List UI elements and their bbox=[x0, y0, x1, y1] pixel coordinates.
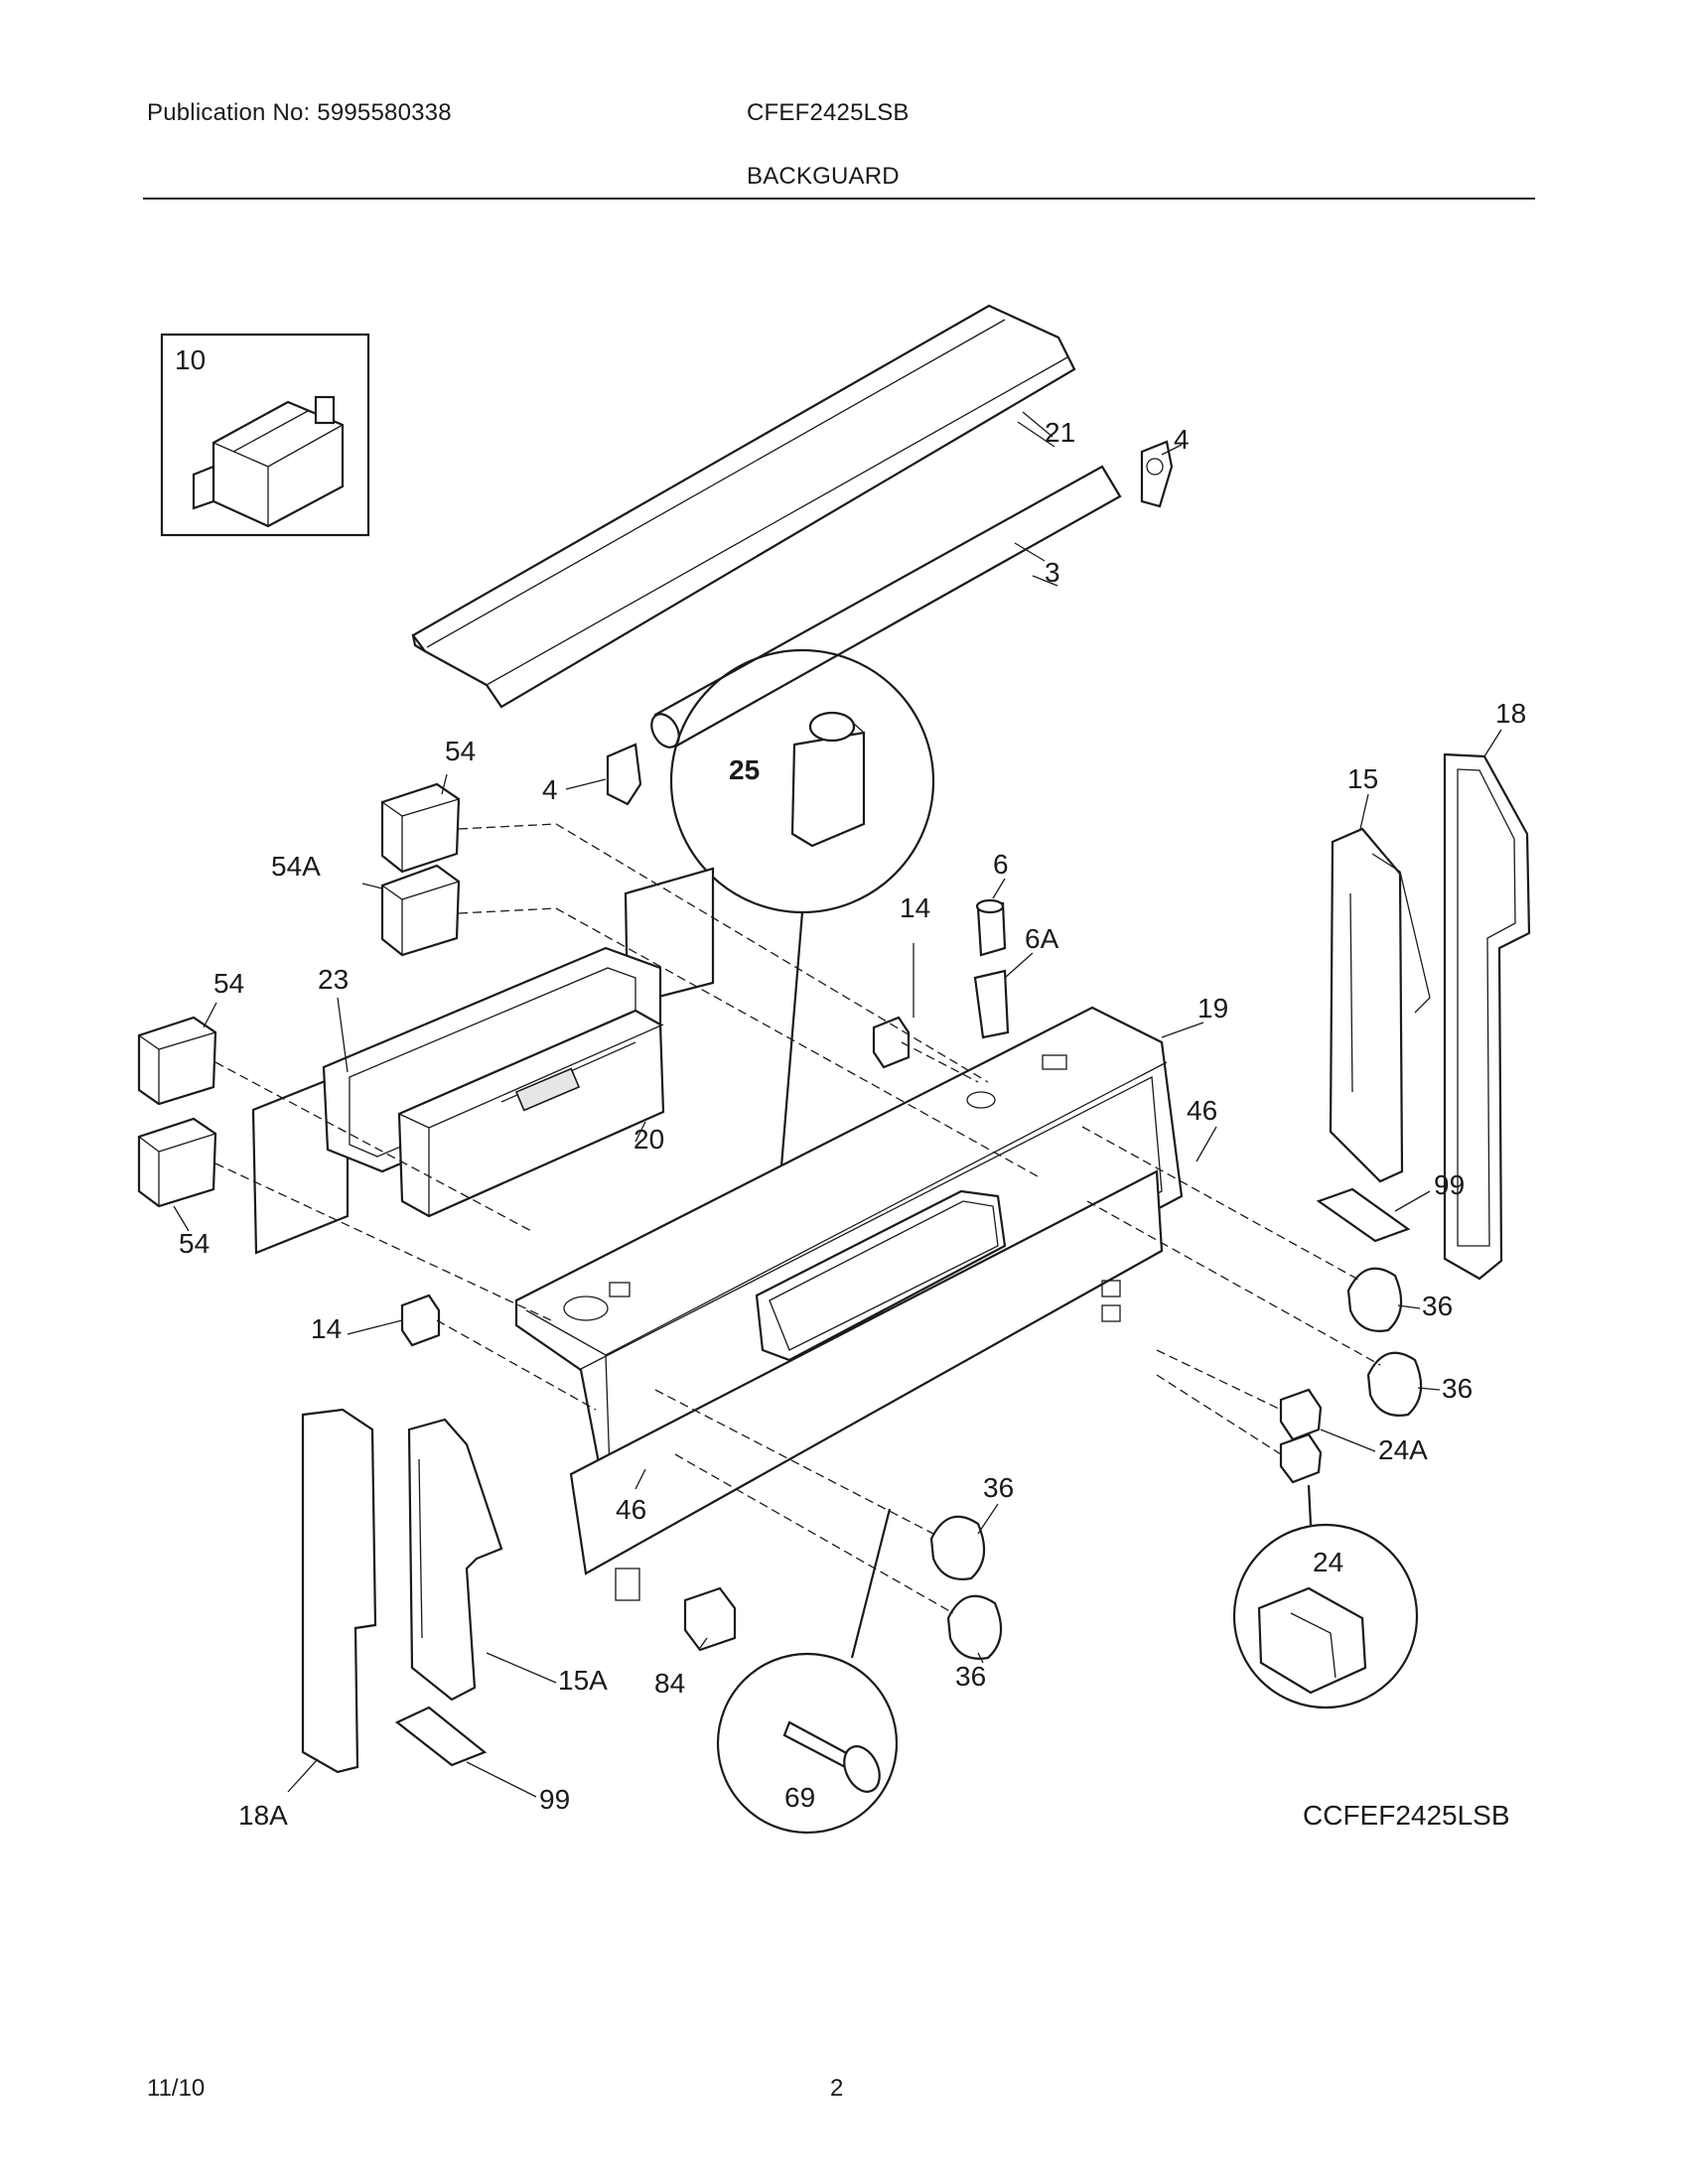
header-divider bbox=[143, 198, 1535, 200]
knob-36-d bbox=[946, 1594, 1003, 1660]
leader-lines bbox=[173, 421, 1502, 1798]
side-trim-18A bbox=[301, 1408, 377, 1774]
fluorescent-tube-3 bbox=[650, 465, 1122, 749]
callout-18A: 18A bbox=[238, 1800, 288, 1831]
publication-number: Publication No: 5995580338 bbox=[147, 99, 452, 126]
callout-84: 84 bbox=[654, 1668, 685, 1699]
callout-46-right: 46 bbox=[1187, 1095, 1217, 1126]
knob-36-b bbox=[1366, 1351, 1423, 1417]
callout-36-c: 36 bbox=[983, 1472, 1014, 1503]
side-bracket-15A bbox=[407, 1418, 503, 1702]
ballast-inset bbox=[160, 333, 370, 537]
knob-36-a bbox=[1346, 1267, 1403, 1332]
switch-inset-24 bbox=[1232, 1484, 1419, 1709]
callout-14-bottom: 14 bbox=[311, 1313, 342, 1344]
callout-20: 20 bbox=[633, 1124, 664, 1155]
side-bracket-15 bbox=[1329, 827, 1431, 1183]
socket-6A bbox=[973, 969, 1010, 1039]
model-number: CFEF2425LSB bbox=[747, 99, 910, 126]
callout-36-d: 36 bbox=[955, 1661, 986, 1692]
callout-69: 69 bbox=[784, 1782, 815, 1813]
callout-24: 24 bbox=[1313, 1547, 1343, 1577]
foot-plate-99-left bbox=[394, 1706, 488, 1767]
callout-54-bottom: 54 bbox=[179, 1228, 210, 1259]
relay-14-top bbox=[872, 1016, 911, 1069]
callout-25: 25 bbox=[729, 754, 760, 785]
relay-14-bottom bbox=[400, 1294, 441, 1347]
callout-36-a: 36 bbox=[1422, 1291, 1453, 1321]
section-title: BACKGUARD bbox=[747, 163, 900, 190]
control-board-20 bbox=[397, 1009, 665, 1218]
callout-36-b: 36 bbox=[1442, 1373, 1473, 1404]
callout-24A: 24A bbox=[1378, 1434, 1428, 1465]
callout-54-top: 54 bbox=[445, 736, 476, 766]
callout-46-left: 46 bbox=[616, 1494, 646, 1525]
callout-23: 23 bbox=[318, 964, 349, 995]
callout-54-mid: 54 bbox=[213, 968, 244, 999]
callout-14-top: 14 bbox=[900, 892, 930, 923]
callout-3: 3 bbox=[1045, 557, 1060, 588]
lamp-6 bbox=[975, 898, 1007, 957]
screw-inset-69 bbox=[716, 1508, 899, 1835]
knob-36-c bbox=[929, 1515, 986, 1580]
callout-6A: 6A bbox=[1025, 923, 1059, 954]
callout-19: 19 bbox=[1197, 993, 1228, 1024]
callout-18: 18 bbox=[1495, 698, 1526, 729]
switch-54-top bbox=[380, 782, 461, 874]
callout-99-right: 99 bbox=[1434, 1169, 1465, 1200]
callout-99-left: 99 bbox=[539, 1784, 570, 1815]
callout-21: 21 bbox=[1045, 417, 1075, 448]
lamp-holder-4-right bbox=[1140, 440, 1174, 508]
outlet-84 bbox=[683, 1586, 737, 1652]
callout-4-left: 4 bbox=[542, 774, 558, 805]
switch-54-bottom bbox=[137, 1117, 217, 1208]
lamp-holder-4-left bbox=[606, 743, 642, 806]
switch-54A bbox=[380, 864, 461, 957]
publication-date: 11/10 bbox=[147, 2075, 206, 2102]
foot-plate-99-right bbox=[1316, 1187, 1411, 1243]
callout-4-right: 4 bbox=[1174, 424, 1190, 455]
top-trim-21 bbox=[411, 304, 1076, 709]
backguard-panel-19 bbox=[514, 1006, 1184, 1601]
rocker-switch-24A bbox=[1279, 1388, 1323, 1484]
callout-15: 15 bbox=[1347, 763, 1378, 794]
switch-54-mid bbox=[137, 1016, 217, 1106]
side-trim-18 bbox=[1443, 752, 1531, 1281]
callout-15A: 15A bbox=[558, 1665, 608, 1696]
callout-54A: 54A bbox=[271, 851, 321, 882]
assembly-lines bbox=[214, 823, 1381, 1614]
drawing-id: CCFEF2425LSB bbox=[1303, 1800, 1510, 1831]
page-number: 2 bbox=[830, 2075, 844, 2102]
callout-6: 6 bbox=[993, 849, 1009, 880]
callout-10: 10 bbox=[175, 344, 206, 375]
